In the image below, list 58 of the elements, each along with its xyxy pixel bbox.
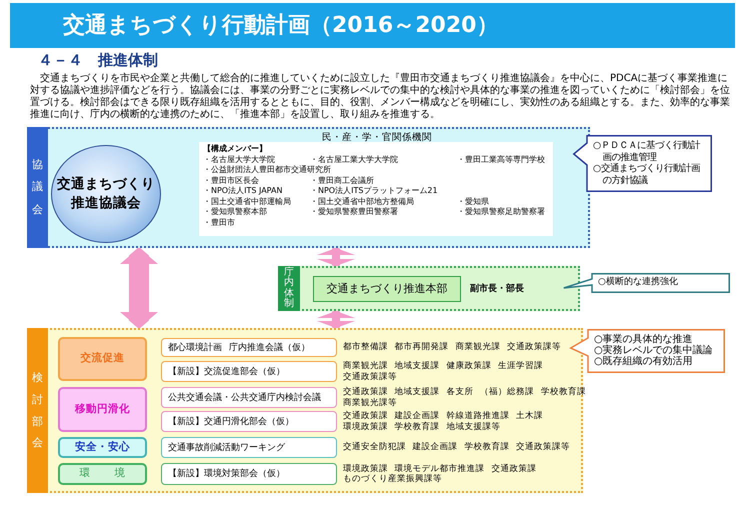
section-panel [27,127,590,248]
meeting-box: 【新設】交通円滑化部会（仮） [161,411,337,432]
member-item: ・豊田市区長会 [203,176,259,185]
callout-text: ○既存組織の有効活用 [594,356,694,367]
member-item: ・愛知県警察足助警察署 [457,207,545,216]
department-list: 商業観光課 地域支援課 健康政策課 生涯学習課交通政策課等 [343,361,546,382]
meeting-box: 交通事故削減活動ワーキング [161,437,337,458]
department-list: 都市整備課 都市再開発課 商業観光課 交通政策課等 [343,342,562,353]
member-item: ・豊田市 [203,218,235,227]
member-item: ・名古屋大学大学院 [203,154,275,164]
member-item: ・愛知県警察本部 [203,207,267,216]
category-box: 安全・安心 [58,437,147,458]
side-note: 副市長・部長 [470,284,524,294]
section-heading: ４－４ 推進体制 [38,51,158,70]
member-item: ・NPO法人ITS JAPAN [203,186,282,196]
callout-box [570,329,725,373]
meeting-box: 公共交通会議・公共交通庁内検討会議 [161,387,337,408]
body-paragraph: 交通まちづくりを市民や企業と共働して総合的に推進していくために設立した『豊田市交通まちづくり推進協議会』を中心に、PDCAに基づく事業推進に対する協議や進捗評価などを行う。協議会には、事業の分野ごとに実務レベルでの集中的な検討や具体的な事業の推進を図っていくために「検討部会」を位置づける。検討部会はできる限り既存組織を活用するとともに、目的、役割、メンバー構成などを明確にし、実効性のある組織とする。また、効率的な事業推進に向け、庁内の横断的な連携のために、「推進本部」を設置し、取り組みを推進する。 [30,73,731,121]
title-banner: 交通まちづくり行動計画（2016～2020） [10,3,735,48]
headquarters-box: 交通まちづくり推進本部 [313,276,461,302]
panel-heading: 民・産・学・官関係機関 [322,131,432,144]
department-list: 交通政策課 地域支援課 各支所 （福）総務課 学校教育課商業観光課等 [343,387,589,408]
side-tab: 協議会 [27,127,48,248]
callout-text: ○交通まちづくり行動計画の方針協議 [593,163,702,187]
meeting-box: 都心環境計画 庁内推進会議（仮） [161,338,337,357]
double-arrow [120,248,158,328]
member-item: ・豊田商工会議所 [310,176,374,185]
member-item: ・愛知県 [457,196,489,206]
category-box: 移動円滑化 [58,387,147,432]
member-item: ・国土交通省中部地方整備局 [310,196,414,206]
meeting-box: 【新設】環境対策部会（仮） [161,463,337,485]
callout-text: ○横断的な連携強化 [598,276,678,289]
category-box: 環境 [58,463,147,485]
section-panel [278,266,580,311]
side-tab: 庁内体制 [278,266,300,311]
callout-text: ○実務レベルでの集中議論 [594,345,713,356]
double-arrow [317,311,355,328]
category-box: 交流促進 [58,337,147,381]
callout-text: ○ＰＤＣＡに基づく行動計画の推進管理 [593,140,702,163]
member-item: ・豊田工業高等専門学校 [457,154,545,164]
callout-text: ○事業の具体的な推進 [594,334,693,345]
member-item: ・国土交通省中部運輸局 [203,196,291,206]
callout-box [563,273,730,293]
member-item: ・愛知県警察豊田警察署 [310,207,398,216]
callout-box [573,135,712,192]
meeting-box: 【新設】交流促進部会（仮） [161,361,337,382]
list-heading: 【構成メンバー】 [203,144,267,154]
member-item: ・NPO法人ITSプラットフォーム21 [310,186,438,196]
member-item: ・名古屋工業大学大学院 [310,154,398,164]
department-list: 交通安全防犯課 建設企画課 学校教育課 交通政策課等 [343,442,570,453]
section-panel [27,328,583,493]
department-list: 環境政策課 環境モデル都市推進課 交通政策課ものづくり産業振興課等 [343,464,539,484]
department-list: 交通政策課 建設企画課 幹線道路推進課 土木課環境政策課 学校教育課 地域支援課等 [343,411,546,432]
double-arrow [317,248,355,266]
member-item: ・公益財団法人豊田都市交通研究所 [203,165,331,174]
council-ellipse: 交通まちづくり推進協議会 [51,145,161,243]
side-tab: 検討部会 [27,328,48,493]
member-panel [199,142,553,236]
